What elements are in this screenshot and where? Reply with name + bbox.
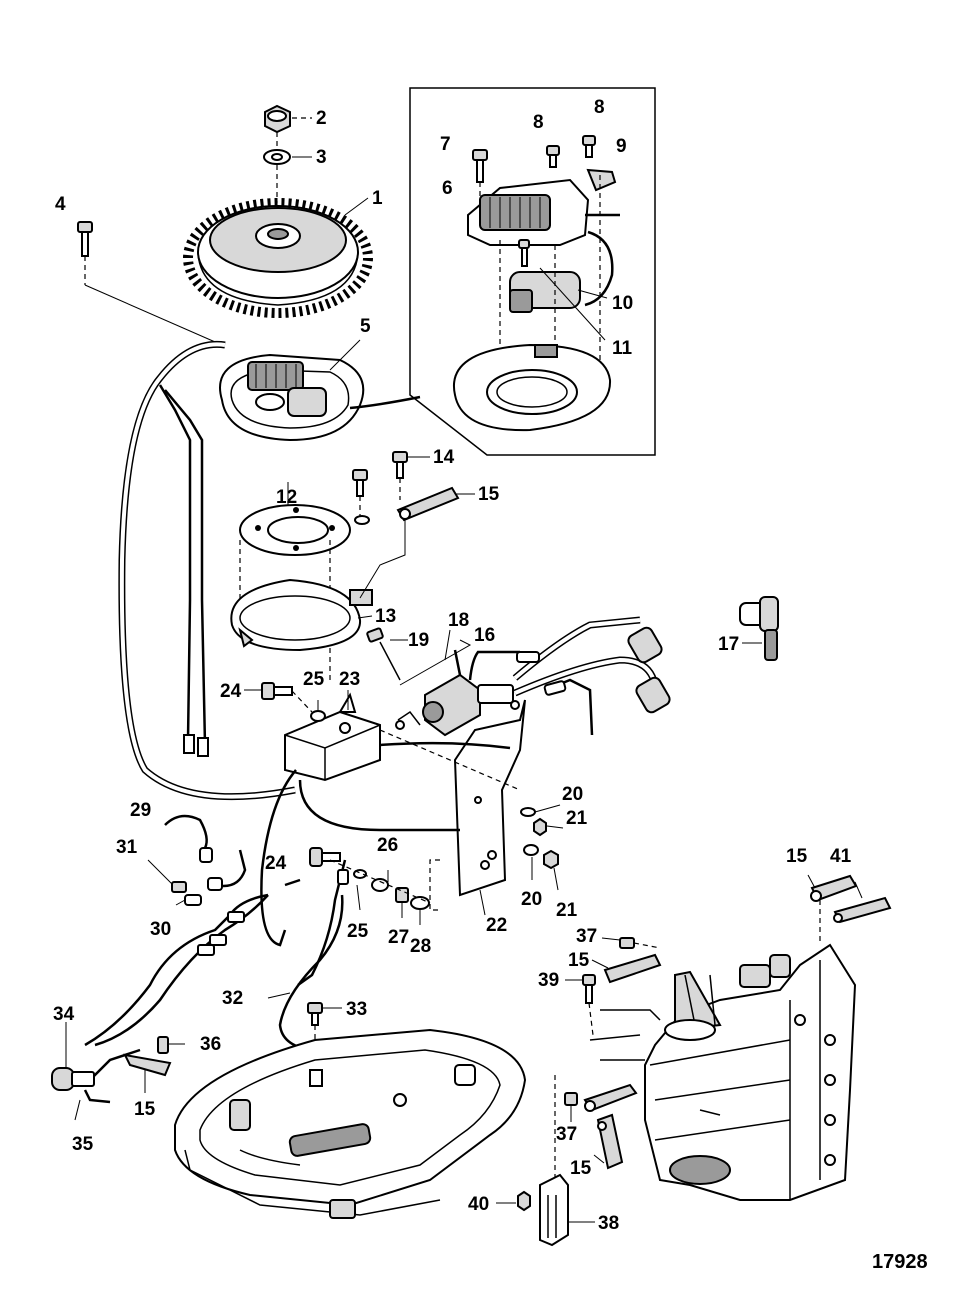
callout-40: 40 <box>468 1194 489 1215</box>
bracket-part-38 <box>539 1173 569 1247</box>
stator-plate-inset <box>452 343 612 432</box>
callout-27: 27 <box>388 927 409 948</box>
callout-29: 29 <box>130 800 151 821</box>
callout-12: 12 <box>276 487 297 508</box>
callout-7: 7 <box>440 134 451 155</box>
callout-16: 16 <box>474 625 495 646</box>
screw-part-24a <box>261 682 293 700</box>
callout-36: 36 <box>200 1034 221 1055</box>
screw-part-14 <box>392 451 408 479</box>
callout-31: 31 <box>116 837 138 858</box>
nut-part-2 <box>264 104 291 134</box>
screw-part-4 <box>77 221 93 257</box>
callout-17: 17 <box>718 634 739 655</box>
screw-part-24b <box>309 847 341 867</box>
callout-19: 19 <box>408 630 429 651</box>
callout-23: 23 <box>339 669 360 690</box>
switch-part-34 <box>51 1067 95 1091</box>
callout-14: 14 <box>433 447 455 468</box>
callout-15-strap-lower-right: 15 <box>570 1158 592 1179</box>
callout-38: 38 <box>598 1213 619 1234</box>
callout-15-strap-lower-left: 15 <box>134 1099 156 1120</box>
callout-3: 3 <box>316 147 327 168</box>
screw-part-33 <box>307 1002 323 1026</box>
callout-18: 18 <box>448 610 469 631</box>
ground-strap-part-41 <box>810 874 892 924</box>
callout-25-lower: 25 <box>347 921 369 942</box>
callout-15-strap-upper: 15 <box>478 484 500 505</box>
callout-26: 26 <box>377 835 398 856</box>
screw-part-7 <box>472 149 488 183</box>
cdm-module-part-23 <box>284 692 381 782</box>
callout-30: 30 <box>150 919 171 940</box>
callout-15-strap-mid: 15 <box>568 950 590 971</box>
spark-plug-cap-part-17 <box>739 596 779 661</box>
callout-21-lower: 21 <box>556 900 578 921</box>
callout-4: 4 <box>55 194 66 215</box>
callout-24-upper: 24 <box>220 681 242 702</box>
inset-frame <box>409 87 656 456</box>
callout-24-lower: 24 <box>265 853 287 874</box>
callout-9: 9 <box>616 136 627 157</box>
callout-37-upper: 37 <box>576 926 597 947</box>
callout-34: 34 <box>53 1004 75 1025</box>
engine-block <box>589 943 857 1201</box>
charge-coil-part-6 <box>467 178 590 246</box>
callout-39: 39 <box>538 970 559 991</box>
callout-1: 1 <box>372 188 383 209</box>
callout-11: 11 <box>612 338 633 359</box>
stator-part-5 <box>219 353 365 442</box>
callout-32: 32 <box>222 988 243 1009</box>
lower-cowl-tray <box>174 1028 527 1219</box>
callout-41: 41 <box>830 846 852 867</box>
trigger-part-10 <box>509 239 581 313</box>
flywheel-part-1 <box>183 198 373 318</box>
callout-5: 5 <box>360 316 371 337</box>
callout-8-left: 8 <box>533 112 544 133</box>
ground-strap-part-15a <box>396 486 460 522</box>
callout-13: 13 <box>375 606 396 627</box>
callout-35: 35 <box>72 1134 94 1155</box>
callout-10: 10 <box>612 293 633 314</box>
callout-22: 22 <box>486 915 507 936</box>
callout-15-strap-right: 15 <box>786 846 808 867</box>
callout-25-upper: 25 <box>303 669 325 690</box>
callout-28: 28 <box>410 936 431 957</box>
callout-37-lower: 37 <box>556 1124 577 1145</box>
callout-2: 2 <box>316 108 327 129</box>
stator-base-part-13 <box>230 578 373 652</box>
callout-20-lower: 20 <box>521 889 542 910</box>
callout-20-upper: 20 <box>562 784 583 805</box>
bracket-part-22 <box>453 699 526 897</box>
callout-33: 33 <box>346 999 367 1020</box>
callout-21-upper: 21 <box>566 808 588 829</box>
figure-number: 17928 <box>872 1251 928 1273</box>
callout-6: 6 <box>442 178 453 199</box>
plate-part-12 <box>239 504 351 556</box>
callout-8-right: 8 <box>594 97 605 118</box>
washer-part-3 <box>263 149 291 165</box>
